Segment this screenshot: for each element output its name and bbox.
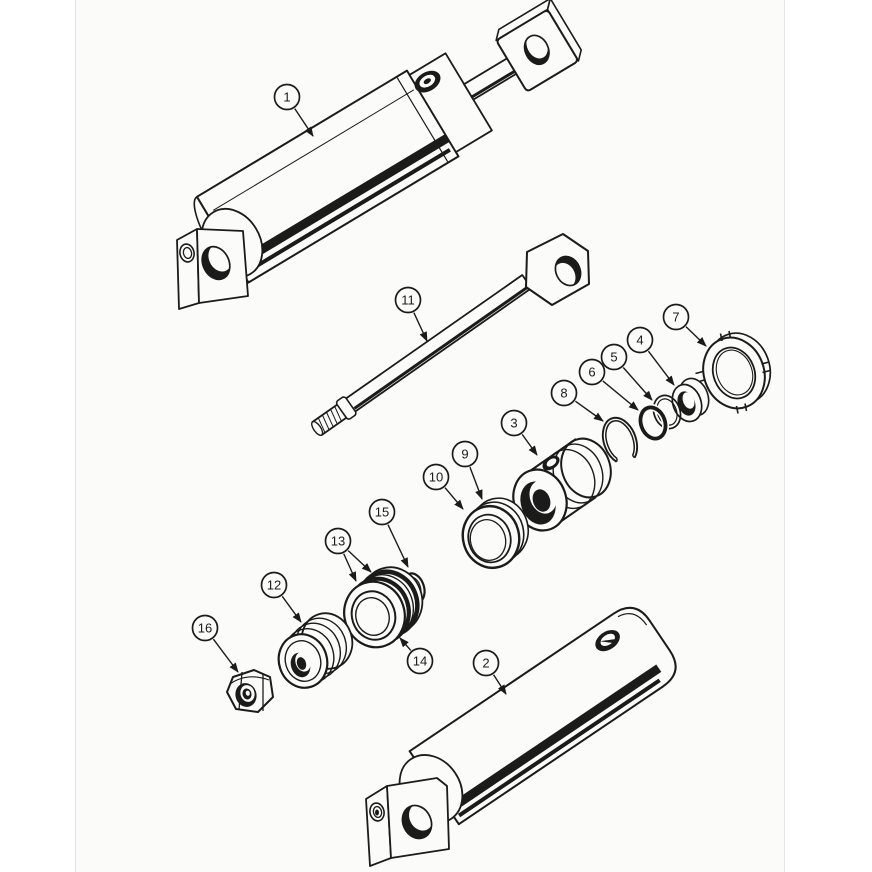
part-8-retaining-ring [601, 416, 639, 463]
callout-circle [500, 409, 528, 437]
callout-number: 15 [375, 505, 389, 520]
callout-number: 5 [610, 350, 617, 365]
callout-circle [422, 463, 450, 491]
callout-number: 12 [267, 578, 281, 593]
callout-number: 16 [198, 621, 212, 636]
callout-4: 4 [626, 326, 675, 386]
rod-end-block [495, 0, 582, 92]
callout-leader-arrow [343, 553, 357, 582]
callout-circle [550, 379, 578, 407]
part-1-cylinder-assembly [176, 0, 582, 310]
callout-2: 2 [472, 649, 507, 695]
callout-10: 10 [422, 463, 464, 510]
callout-12: 12 [260, 571, 302, 623]
part-6-o-ring [636, 403, 670, 443]
clevis-end [176, 208, 264, 310]
part-5-backup-ring [652, 394, 682, 430]
callout-leader-arrow [399, 637, 412, 651]
callout-6: 6 [578, 358, 639, 411]
gland-top-hole [542, 455, 560, 471]
callout-circle [578, 358, 606, 386]
callout-number: 9 [461, 447, 468, 462]
callout-circle [451, 440, 479, 468]
callout-leader-arrow [294, 108, 314, 137]
callout-5: 5 [600, 343, 653, 401]
port-hole [414, 70, 441, 93]
part-2-cylinder-tube [365, 606, 677, 867]
part-7-gland-nut [695, 330, 772, 414]
callout-leader-arrow [493, 674, 507, 695]
callout-number: 14 [413, 654, 427, 669]
callout-circle [191, 614, 219, 642]
callout-circle [273, 83, 301, 111]
tube-clevis-end [365, 777, 450, 867]
callout-number: 13 [331, 534, 345, 549]
callout-leader-arrow [574, 400, 604, 422]
spanner-notches [695, 330, 771, 414]
callout-8: 8 [550, 379, 604, 422]
callout-leader-arrow [521, 433, 538, 456]
callout-circle [324, 527, 352, 555]
callout-9: 9 [451, 440, 483, 500]
part-11-piston-rod [311, 233, 590, 436]
callout-number: 4 [636, 333, 643, 348]
callout-leader-arrow [281, 595, 302, 623]
callout-13: 13 [324, 527, 372, 582]
callout-circle [472, 649, 500, 677]
callout-number: 3 [510, 416, 517, 431]
callout-14: 14 [399, 637, 434, 675]
port-hole [595, 629, 620, 652]
callout-circle [626, 326, 654, 354]
part-3-rod-gland [512, 437, 612, 532]
callout-15: 15 [368, 498, 409, 568]
part-16-lock-nut [226, 669, 274, 713]
callout-number: 7 [672, 310, 679, 325]
part-13-14-piston-seal-set [343, 566, 424, 649]
callout-circle [368, 498, 396, 526]
callout-number: 6 [588, 365, 595, 380]
callout-1: 1 [273, 83, 314, 137]
callout-number: 10 [429, 470, 443, 485]
callout-number: 2 [482, 656, 489, 671]
part-4-rod-bushing [671, 377, 710, 423]
callout-leader-arrow [647, 350, 675, 386]
part-9-10-wear-ring [461, 497, 530, 570]
callout-number: 11 [401, 293, 415, 308]
callout-number: 1 [283, 90, 290, 105]
part-12-piston [277, 612, 354, 689]
callout-circle [600, 343, 628, 371]
callout-number: 8 [560, 386, 567, 401]
callout-3: 3 [500, 409, 538, 456]
callout-leader-arrow [413, 312, 428, 342]
callout-circle [394, 286, 422, 314]
callout-circle [406, 647, 434, 675]
callout-leader-arrow [347, 550, 372, 573]
callout-leader-arrow [622, 367, 653, 401]
callout-circle [662, 303, 690, 331]
callout-leader-arrow [602, 380, 639, 411]
callout-leader-arrow [444, 487, 464, 510]
callout-leader-arrow [387, 524, 409, 568]
callout-circle [260, 571, 288, 599]
rod-block-end [525, 233, 590, 306]
callout-leader-arrow [469, 466, 483, 500]
callout-16: 16 [191, 614, 239, 673]
callout-leader-arrow [212, 638, 239, 673]
callout-leader-arrow [685, 326, 707, 347]
callout-11: 11 [394, 286, 428, 342]
callout-7: 7 [662, 303, 707, 347]
